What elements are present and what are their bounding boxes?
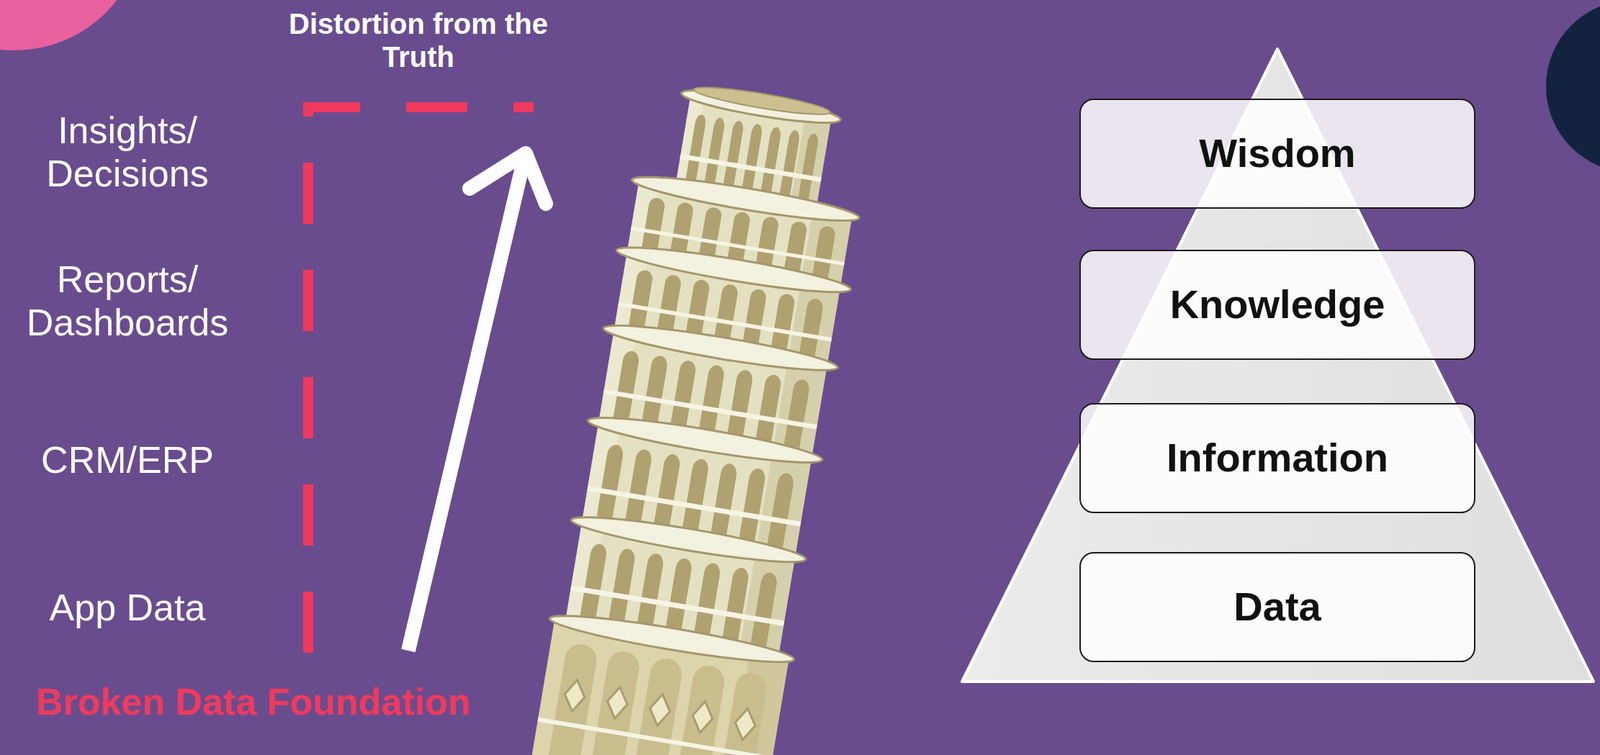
pyramid-level: Data (1079, 552, 1476, 663)
layer-label: Reports/ Dashboards (8, 258, 247, 345)
pyramid-level: Wisdom (1079, 98, 1476, 209)
warning-label: Broken Data Foundation (36, 681, 471, 725)
level-text: Data (1233, 583, 1321, 631)
distortion-bracket (308, 107, 534, 654)
pyramid-level: Knowledge (1079, 249, 1476, 361)
level-text: Information (1166, 434, 1389, 482)
layer-label: App Data (8, 586, 247, 631)
pyramid-shape (962, 48, 1594, 682)
layer-label: Insights/ Decisions (8, 109, 247, 196)
level-text: Wisdom (1198, 130, 1356, 177)
decor-circle (1545, 0, 1600, 173)
up-arrow (408, 153, 546, 651)
layer-label: CRM/ERP (8, 439, 247, 483)
pyramid-level: Information (1079, 403, 1476, 514)
decor-circle (0, 0, 145, 51)
bracket-title: Distortion from the Truth (285, 7, 552, 74)
level-text: Knowledge (1170, 281, 1386, 328)
leaning-tower (522, 73, 885, 755)
